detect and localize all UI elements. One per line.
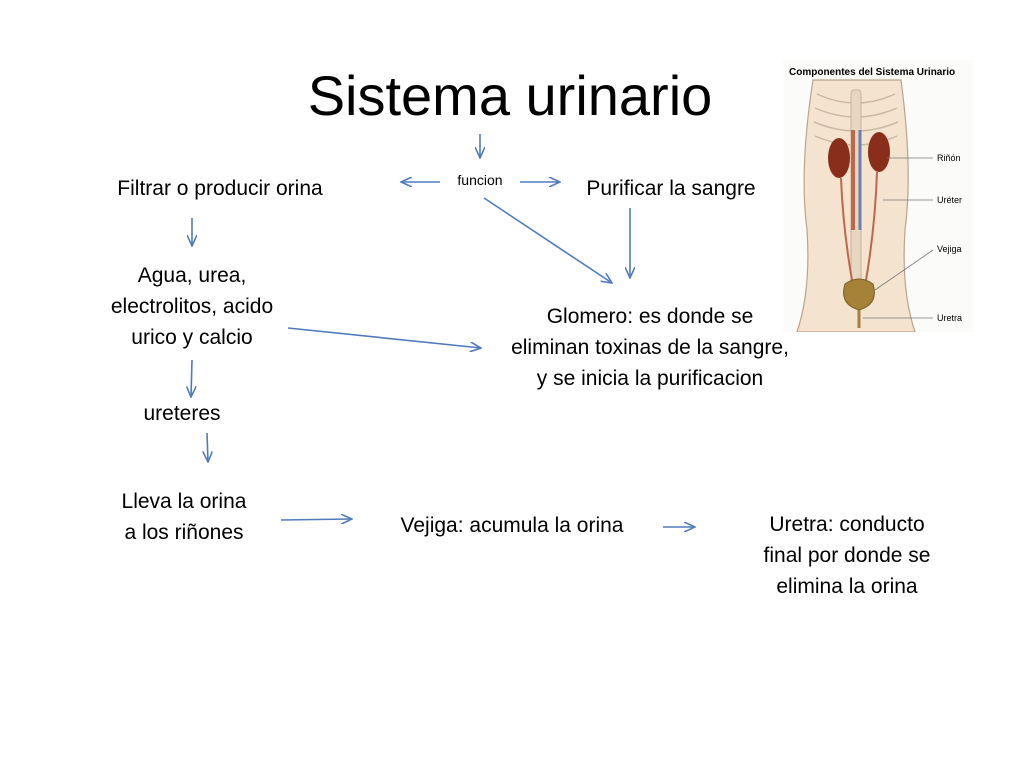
node-agua: Agua, urea, electrolitos, acido urico y … — [110, 264, 274, 349]
arrow-agua-to-ureteres — [191, 359, 192, 397]
anatomy-illustration — [796, 79, 934, 332]
node-uretra: Uretra: conducto final por donde se elim… — [763, 513, 931, 598]
right-ureter-shape — [864, 171, 878, 287]
left-kidney-shape — [828, 138, 850, 178]
node-glomero: Glomero: es donde se eliminan toxinas de… — [511, 305, 789, 390]
label-vejiga: Vejiga — [937, 244, 962, 254]
slide-title: Sistema urinario — [307, 64, 713, 127]
arrow-lleva-to-vejiga — [280, 519, 352, 520]
node-filtrar: Filtrar o producir orina — [117, 177, 323, 200]
urinary-system-figure: Componentes del Sistema Urinario — [783, 60, 973, 332]
node-lleva: Lleva la orina a los riñones — [121, 490, 247, 544]
node-vejiga: Vejiga: acumula la orina — [400, 514, 624, 537]
arrow-ureteres-to-lleva — [207, 432, 208, 462]
node-purificar: Purificar la sangre — [586, 177, 756, 200]
bladder-shape — [843, 278, 875, 311]
arrow-agua-to-glomero — [287, 327, 481, 348]
right-kidney-shape — [868, 132, 890, 172]
left-ureter-shape — [840, 177, 854, 287]
label-ureter: Uréter — [937, 195, 963, 205]
node-funcion: funcion — [457, 172, 503, 188]
node-ureteres: ureteres — [143, 402, 221, 425]
label-rinon: Riñón — [937, 153, 961, 163]
figure-title: Componentes del Sistema Urinario — [789, 67, 956, 78]
label-uretra: Uretra — [937, 313, 963, 323]
arrow-funcion-to-glomero — [483, 197, 612, 283]
